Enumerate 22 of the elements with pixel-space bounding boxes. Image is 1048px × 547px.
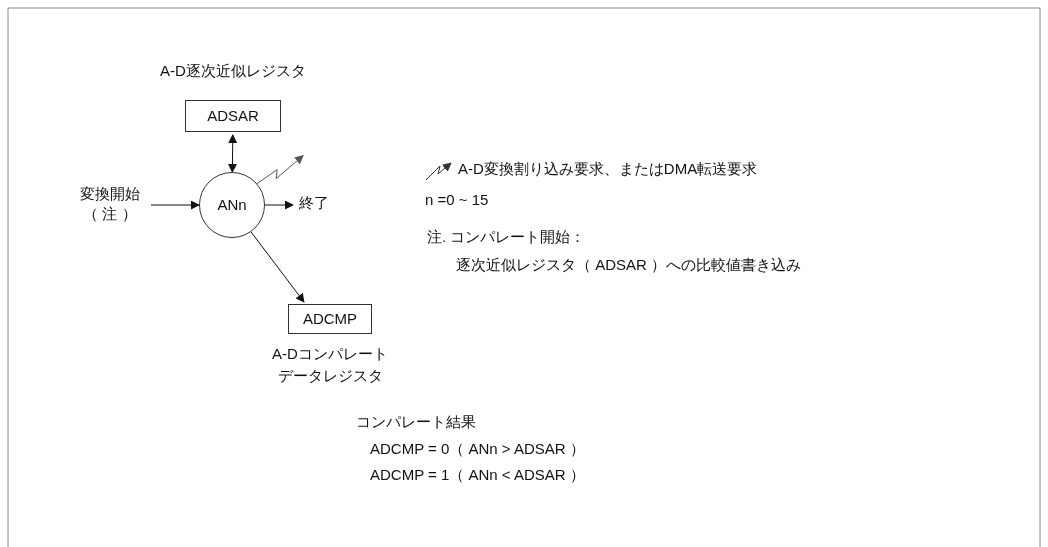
- arrow: [227, 134, 238, 173]
- register-box: [288, 304, 372, 334]
- arrow: [150, 200, 200, 210]
- note-text: A-D変換割り込み要求、またはDMA転送要求: [458, 160, 758, 179]
- note-text: n =0 ~ 15: [425, 191, 489, 208]
- signal-label: （ 注 ）: [83, 204, 137, 224]
- register-caption: A-Dコンパレートデータレジスタ: [271, 344, 389, 386]
- register-name: ANn: [217, 195, 247, 215]
- note-text: 逐次近似レジスタ（ ADSAR ）への比較値書き込み: [456, 256, 801, 275]
- note-text: 注. コンパレート開始：: [427, 228, 586, 247]
- lightning-arrow: [256, 155, 304, 185]
- arrow: [264, 200, 294, 210]
- note-text: ADCMP = 0（ ANn > ADSAR ）: [370, 440, 585, 459]
- register-name: ADSAR: [207, 106, 259, 126]
- signal-label: 変換開始: [80, 184, 140, 204]
- arrow: [250, 231, 305, 303]
- register-box: [185, 100, 281, 132]
- signal-label: 終了: [299, 193, 329, 213]
- note-text: ADCMP = 1（ ANn < ADSAR ）: [370, 466, 585, 485]
- result-heading: コンパレート結果: [356, 413, 476, 432]
- register-name: ADCMP: [302, 309, 358, 329]
- register-caption: A-D逐次近似レジスタ: [159, 61, 307, 81]
